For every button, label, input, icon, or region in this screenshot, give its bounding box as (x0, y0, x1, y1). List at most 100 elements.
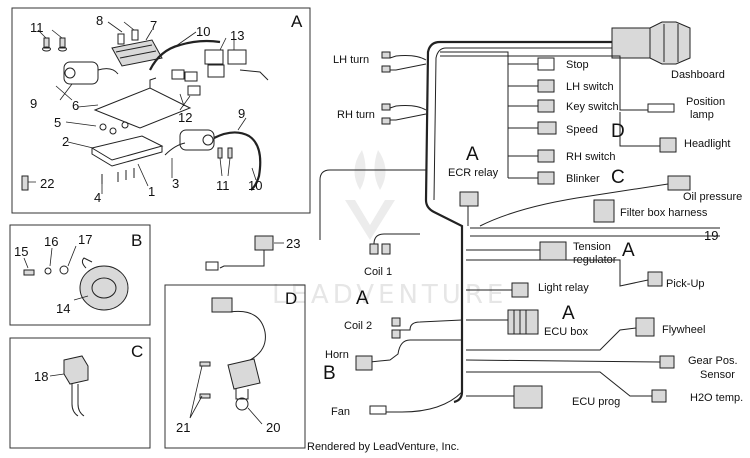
fuse-part (187, 85, 201, 96)
ht-lead-part (149, 39, 221, 71)
coil2-connector (391, 329, 401, 339)
panel-a: A (11, 7, 311, 214)
panel-b-frame (9, 224, 151, 326)
flywheel-connector (635, 317, 655, 337)
lh-switch-connector (537, 79, 555, 93)
harness-trunk-2 (433, 47, 612, 201)
coil-wire (164, 142, 186, 156)
leader-lines (28, 21, 257, 194)
coil1-connector (369, 243, 379, 255)
rh-turn-wire (389, 105, 427, 121)
gear-pos-connector (659, 355, 675, 369)
fuse-part (171, 69, 185, 80)
connector-part (205, 261, 219, 271)
screw-head (58, 46, 67, 52)
rh-turn-connector (381, 117, 391, 125)
ref-19: 19 (704, 228, 718, 243)
washer-part (59, 265, 69, 275)
ref-3: 3 (172, 176, 179, 191)
relay-part (207, 64, 225, 78)
leader-lines (23, 245, 89, 301)
label-position-lamp-2: lamp (690, 109, 714, 121)
panel-c-frame (9, 337, 151, 449)
lh-turn-connector (381, 51, 391, 59)
coil1-lead (373, 233, 420, 245)
coil1-connector (381, 243, 391, 255)
screw-part (199, 361, 211, 399)
horn-wire (369, 339, 462, 363)
connector-part (211, 297, 233, 313)
panel-b-letter: B (131, 231, 142, 250)
coil2-connector (391, 317, 401, 327)
ref-13: 13 (230, 28, 244, 43)
label-dashboard: Dashboard (671, 69, 725, 81)
main-harness: LH turn RH turn Stop LH switch Key switc… (319, 21, 743, 418)
letter-ecu-a: A (562, 303, 575, 324)
oil-pressure-wire (479, 183, 669, 227)
label-oil-pressure: Oil pressure (683, 191, 742, 203)
rh-switch-connector (537, 149, 555, 163)
relay-wires (71, 384, 85, 417)
horn-bracket (81, 257, 93, 269)
letter-speed-d: D (611, 121, 625, 142)
fan-connector (369, 405, 387, 415)
washer-part (109, 127, 117, 135)
label-rh-switch: RH switch (566, 151, 616, 163)
label-gear-pos-1: Gear Pos. (688, 355, 738, 367)
ecu-box-ribs (513, 310, 527, 334)
ref-21: 21 (176, 420, 190, 435)
bracket-tab (149, 77, 157, 88)
ecu-prog-connector (513, 385, 543, 409)
ref-22: 22 (40, 176, 54, 191)
label-h2o: H2O temp. (690, 392, 743, 404)
label-coil2: Coil 2 (344, 320, 372, 332)
bolt-part (23, 269, 35, 276)
ref-10b: 10 (248, 178, 262, 193)
label-ecu-box: ECU box (544, 326, 589, 338)
switch-branches (440, 51, 538, 179)
ref-6: 6 (72, 98, 79, 113)
coil-terminal (64, 67, 76, 79)
pin-part (101, 168, 135, 184)
lh-turn-wire (389, 55, 427, 71)
letter-blinker-c: C (611, 167, 625, 188)
panel-d-frame (164, 284, 306, 449)
light-relay-connector (511, 282, 529, 298)
loose-part-23: 23 (205, 235, 300, 271)
harness-filter-branch (470, 227, 720, 237)
ref-5: 5 (54, 115, 61, 130)
ref-20: 20 (266, 420, 280, 435)
regulator-bolt (117, 33, 125, 45)
label-lh-switch: LH switch (566, 81, 614, 93)
letter-tension-a: A (622, 240, 635, 261)
footer-credit: Rendered by LeadVenture, Inc. (307, 441, 459, 453)
regulator-part (111, 39, 163, 67)
coil2-wire (400, 319, 463, 331)
ref-9b: 9 (238, 106, 245, 121)
relay-wire (219, 250, 265, 269)
label-stop: Stop (566, 59, 589, 71)
ref-2: 2 (62, 134, 69, 149)
label-pick-up: Pick-Up (666, 278, 705, 290)
label-blinker: Blinker (566, 173, 600, 185)
oil-pressure-connector (667, 175, 691, 191)
stop-connector (537, 57, 555, 71)
label-ecr-relay: ECR relay (448, 167, 499, 179)
label-fan: Fan (331, 406, 350, 418)
coil-terminal (202, 134, 214, 146)
pick-up-connector (647, 271, 663, 287)
ref-16: 16 (44, 234, 58, 249)
ref-8: 8 (96, 13, 103, 28)
panel-a-letter: A (291, 12, 303, 31)
sensor-mount (235, 389, 249, 400)
bolt-part (21, 175, 29, 191)
label-filter-box: Filter box harness (620, 207, 708, 219)
lh-turn-connector (381, 65, 391, 73)
panel-c-letter: C (131, 342, 143, 361)
ignition-coil-part (179, 129, 215, 151)
horn-center (91, 277, 117, 299)
label-key-switch: Key switch (566, 101, 619, 113)
sensor-wire (229, 310, 266, 361)
ecu-box-connector (507, 309, 539, 335)
regulator-bolt (131, 29, 139, 41)
